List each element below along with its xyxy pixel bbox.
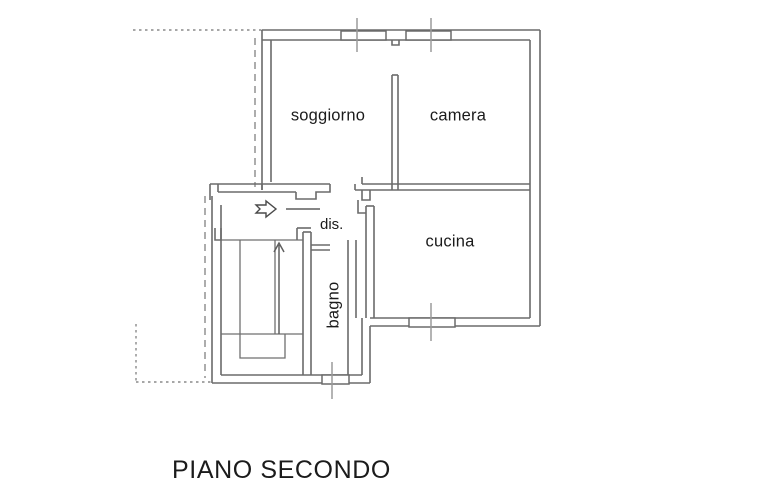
- stair-landing-box: [239, 334, 286, 359]
- room-label-cucina: cucina: [426, 232, 476, 250]
- room-label-disimpegno: dis.: [320, 216, 343, 233]
- wall-soggiorno-bottom: [209, 183, 331, 200]
- room-labels: soggiorno camera cucina bagno dis.: [291, 106, 487, 328]
- wall-camera-cucina: [354, 177, 530, 201]
- window-bagno-bottom: [321, 374, 350, 385]
- windows: [321, 18, 456, 399]
- stair-jamb-left: [214, 228, 222, 241]
- direction-arrow-group: [254, 199, 320, 219]
- door-notch-soggiorno: [295, 184, 331, 200]
- outer-walls: [211, 29, 541, 384]
- wall-cucina-left: [357, 200, 375, 318]
- partition-bagno-stairs: [302, 231, 330, 375]
- window-sill-notch: [391, 40, 400, 46]
- stair-arrow-head: [273, 241, 285, 253]
- room-label-bagno: bagno: [324, 282, 342, 329]
- window-top-right: [405, 30, 452, 41]
- wall-bagno-right: [347, 240, 357, 375]
- room-label-camera: camera: [430, 106, 487, 124]
- partition-soggiorno-camera: [391, 74, 399, 190]
- window-cucina-bottom: [408, 317, 456, 328]
- dashed-party-walls: [204, 38, 256, 378]
- window-top-left: [340, 30, 387, 41]
- page-title: PIANO SECONDO: [172, 456, 391, 484]
- stairwell: [214, 227, 311, 359]
- door-notch-cucina: [361, 190, 371, 201]
- boundary-dotted-lines: [133, 29, 262, 383]
- arrow-right-open-icon: [254, 199, 278, 219]
- room-label-soggiorno: soggiorno: [291, 106, 365, 124]
- wall-cucina-left-jamb: [357, 200, 366, 214]
